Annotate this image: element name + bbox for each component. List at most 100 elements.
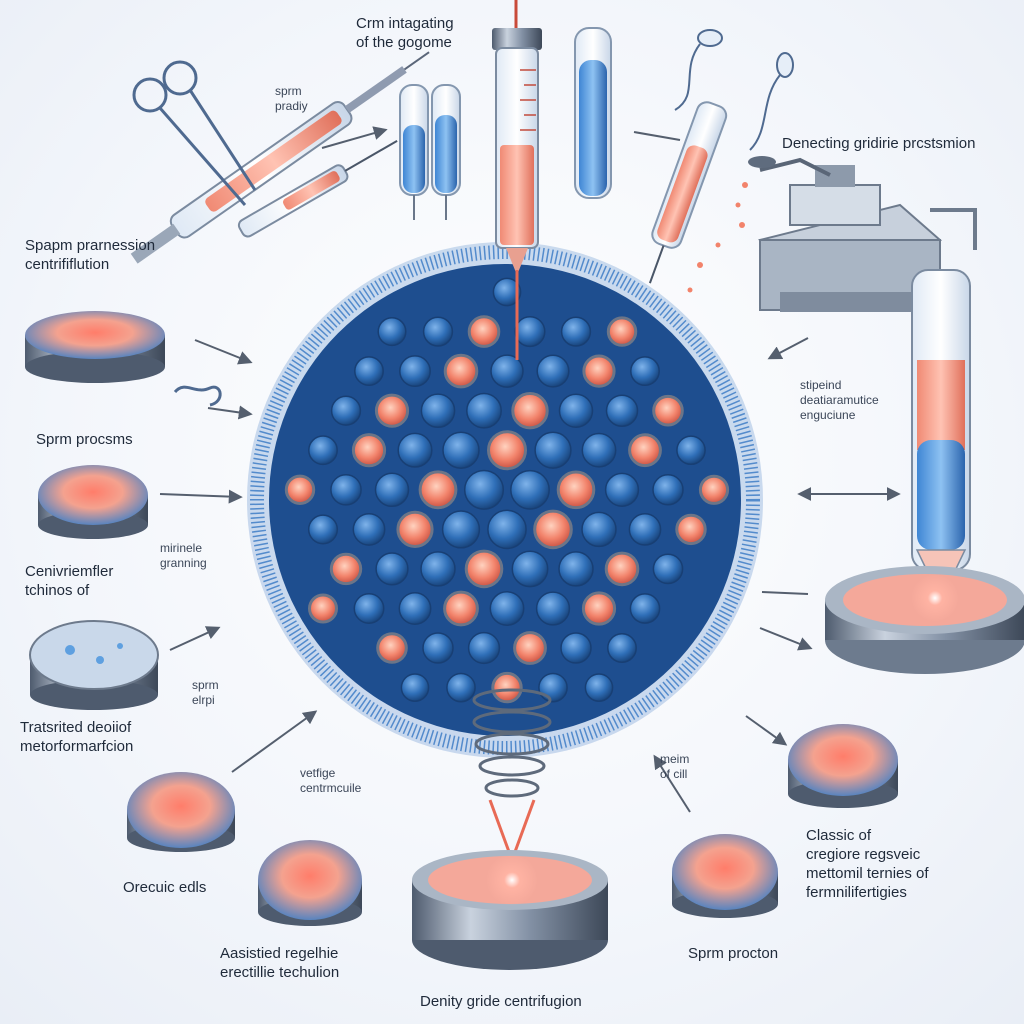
test-tube-icon [911, 208, 977, 602]
pink-cell [513, 631, 547, 665]
pink-cell [698, 474, 730, 505]
blue-cell [558, 551, 594, 587]
blue-cell [307, 514, 339, 545]
test-tube-icon [399, 84, 461, 220]
blue-cell [510, 469, 550, 510]
label-sprm-elrpi: sprm elrpi [192, 678, 219, 707]
pink-cell [533, 509, 573, 550]
blue-cell [442, 431, 480, 469]
petri-dish-icon [127, 772, 235, 852]
blue-cell [492, 277, 522, 307]
pipette-icon [237, 140, 398, 238]
blue-cell [446, 672, 476, 703]
blue-cell [330, 395, 362, 426]
label-sperm-prady: sprm pradiy [275, 84, 308, 113]
blue-cell [398, 592, 432, 625]
blue-cell [422, 632, 454, 664]
pink-cell [556, 470, 596, 510]
label-left-1: Spapm prarnession centrififlution [25, 237, 156, 273]
petri-dish-icon [672, 834, 778, 918]
pink-cell [467, 315, 501, 348]
pink-cell [464, 549, 504, 589]
pink-cell [443, 590, 479, 627]
blue-cell [534, 431, 572, 469]
blue-cell [467, 631, 501, 665]
pink-cell [606, 316, 638, 347]
label-bottom-left-2: Aasistied regelhie erectillie techulion [220, 945, 340, 981]
blue-cell [652, 553, 684, 585]
blue-cell [560, 316, 592, 347]
blue-cell [420, 393, 456, 429]
blue-cell [352, 512, 386, 546]
pink-cell [376, 632, 408, 664]
blue-cell [676, 435, 706, 466]
blue-cell [514, 316, 546, 348]
blue-cell [441, 510, 481, 549]
blue-cell [490, 354, 524, 388]
label-bottom-center: Denity gride centrifugion [420, 993, 582, 1010]
pink-cell [443, 353, 479, 389]
blue-cell [558, 393, 594, 428]
blue-cell [652, 474, 684, 506]
pipette-icon [648, 101, 728, 284]
petri-dish-icon [25, 311, 165, 383]
pink-cell [582, 354, 616, 388]
arrow-icon [159, 126, 901, 813]
pink-cell [418, 470, 458, 510]
centrifuge-machine-icon [748, 156, 943, 312]
blue-cell [330, 473, 362, 506]
pink-cell [652, 394, 684, 427]
blue-cell [584, 673, 614, 702]
pink-cell [396, 510, 434, 549]
label-bottom-left: Orecuic edls [123, 879, 207, 896]
blue-cell [607, 633, 637, 663]
label-top-right: Denecting gridirie prcstsmion [782, 135, 976, 152]
pink-cell [511, 392, 549, 430]
petri-dish-icon [38, 465, 148, 539]
sperm-icon [674, 29, 794, 151]
petri-dish-icon [29, 620, 159, 710]
blue-cell [466, 392, 502, 429]
blue-cell [399, 355, 431, 388]
pink-cell [308, 593, 338, 624]
pink-cell [491, 671, 523, 704]
blue-cell [308, 435, 338, 466]
label-mid-left-small: mirinele granning [160, 541, 207, 570]
blue-cell [489, 591, 525, 626]
blue-cell [629, 593, 661, 624]
blue-cell [536, 354, 570, 388]
droplets [687, 182, 748, 293]
syringe-icon [492, 0, 542, 360]
syringe-icon [130, 51, 430, 264]
sperm-icon [173, 385, 222, 407]
petri-dish-icon [788, 724, 898, 808]
scissors-icon [132, 60, 257, 206]
pink-cell [628, 433, 662, 468]
label-top-center: Crm intagating of the gogome [356, 15, 454, 51]
blue-cell [605, 394, 639, 427]
central-cell-sphere [247, 242, 763, 758]
blue-cell [374, 472, 410, 508]
pink-cell [604, 551, 640, 587]
label-right-mid: stipeind deatiaramutice enguciune [800, 378, 879, 422]
pink-cell [581, 591, 617, 626]
blue-cell [463, 469, 505, 510]
label-bottom-right-1: Classic of cregiore regsveic mettomil te… [806, 827, 929, 901]
blue-cell [581, 511, 617, 548]
blue-cell [604, 472, 640, 507]
blue-cell [397, 432, 433, 468]
pink-cell [351, 433, 387, 468]
blue-cell [581, 432, 617, 468]
blue-cell [420, 551, 456, 587]
label-meim: meim of cill [660, 752, 690, 781]
pink-cell [675, 513, 707, 546]
blue-cell [630, 356, 660, 387]
blue-cell [422, 316, 454, 347]
blue-cell [377, 317, 407, 347]
petri-dish-icon [412, 850, 608, 970]
label-left-3: Cenivriemfler tchinos of [25, 563, 114, 599]
petri-dish-icon [258, 840, 362, 926]
pink-cell [284, 474, 316, 505]
petri-dish-icon [825, 566, 1024, 674]
pink-cell [329, 552, 363, 586]
